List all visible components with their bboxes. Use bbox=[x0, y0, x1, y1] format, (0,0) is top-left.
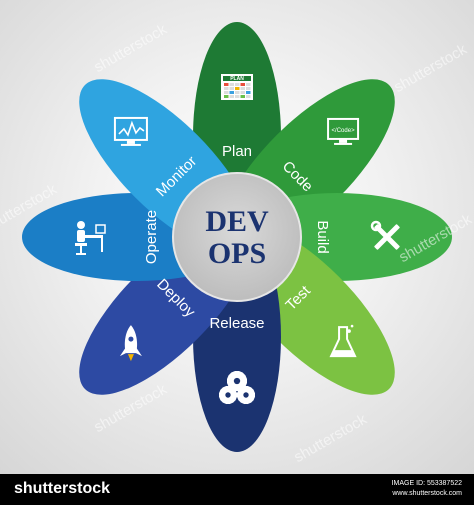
petal-label-release: Release bbox=[209, 315, 264, 332]
rocket-icon bbox=[119, 325, 142, 362]
flask-icon bbox=[329, 324, 357, 358]
monitor-code-icon: </Code> bbox=[327, 117, 360, 145]
desk-worker-icon bbox=[75, 221, 106, 255]
center-circle bbox=[172, 172, 302, 302]
image-id-text: IMAGE ID: 553387522 bbox=[391, 480, 462, 487]
footer-bar: shutterstock IMAGE ID: 553387522 www.shu… bbox=[0, 474, 474, 505]
petal-label-build: Build bbox=[314, 220, 331, 253]
tools-icon bbox=[370, 220, 400, 250]
petal-label-operate: Operate bbox=[143, 210, 160, 264]
footer-image-id: IMAGE ID: 553387522 www.shutterstock.com bbox=[392, 479, 462, 499]
center-title-ops: OPS bbox=[208, 237, 266, 270]
plan-icon-text: PLAN bbox=[230, 76, 244, 82]
monitor-graph-icon bbox=[113, 116, 148, 146]
footer-brand: shutterstock bbox=[14, 480, 111, 497]
site-text: www.shutterstock.com bbox=[392, 490, 462, 497]
center-title-dev: DEV bbox=[205, 205, 269, 238]
code-icon-text: </Code> bbox=[332, 128, 356, 134]
gears-icon bbox=[218, 370, 256, 405]
devops-flower: PLAN</Code> PlanCodeBuildTestReleaseDepl… bbox=[22, 22, 452, 452]
petal-label-plan: Plan bbox=[222, 143, 252, 160]
plan-chart-icon: PLAN bbox=[221, 74, 253, 100]
